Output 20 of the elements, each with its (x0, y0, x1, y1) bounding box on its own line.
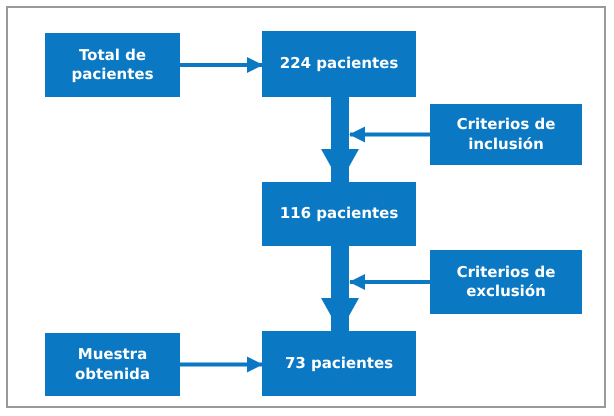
process-box (45, 33, 180, 97)
box-label: Muestra obtenida (74, 345, 152, 384)
process-box (262, 31, 416, 97)
process-box (262, 182, 416, 246)
box-label: Criterios de exclusión (456, 262, 556, 302)
box-label: 224 pacientes (280, 54, 398, 74)
box-label: 116 pacientes (280, 204, 398, 224)
arrow (180, 57, 263, 73)
arrow (180, 356, 263, 372)
arrow (349, 274, 430, 290)
arrow (349, 126, 430, 142)
arrow (321, 246, 359, 332)
box-label: Criterios de inclusión (456, 115, 556, 154)
process-box (430, 250, 582, 314)
process-box (262, 331, 416, 396)
box-label: 73 pacientes (284, 354, 394, 374)
process-box (430, 104, 582, 165)
box-label: Total de pacientes (70, 46, 155, 84)
arrow (321, 97, 359, 183)
process-box (45, 333, 180, 396)
